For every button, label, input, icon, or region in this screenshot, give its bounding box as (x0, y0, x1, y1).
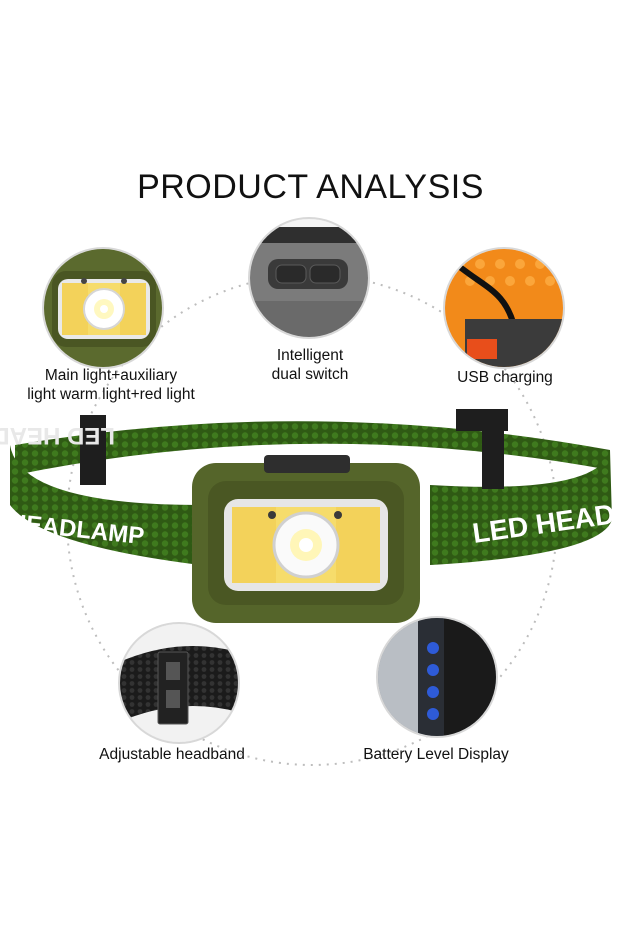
page-title: PRODUCT ANALYSIS (137, 168, 484, 206)
headband-label: Adjustable headband (99, 746, 245, 763)
main-light-label-line2: light warm light+red light (27, 386, 195, 403)
main-light-label-line1: Main light+auxiliary (44, 367, 178, 384)
main-light-label: Main light+auxiliary light warm light+re… (0, 366, 222, 404)
switch-label-line1: Intelligent (276, 347, 344, 364)
usb-closeup (443, 247, 565, 369)
headband-closeup (118, 622, 240, 744)
switch-closeup (248, 217, 370, 339)
battery-image (378, 618, 496, 736)
usb-image (445, 249, 563, 367)
switch-label: Intelligent dual switch (240, 346, 380, 384)
main-light-image (44, 249, 162, 367)
battery-label: Battery Level Display (363, 746, 509, 763)
headband-image (120, 624, 238, 742)
switch-image (250, 219, 368, 337)
headlamp-product-image: LED HEADLAMP HEADLAMP LED HEADLAMP (0, 409, 621, 623)
usb-label: USB charging (457, 369, 553, 386)
strap-text-back: LED HEADLAMP (0, 422, 115, 449)
battery-closeup (376, 616, 498, 738)
main-light-closeup (42, 247, 164, 369)
switch-label-line2: dual switch (271, 366, 349, 383)
